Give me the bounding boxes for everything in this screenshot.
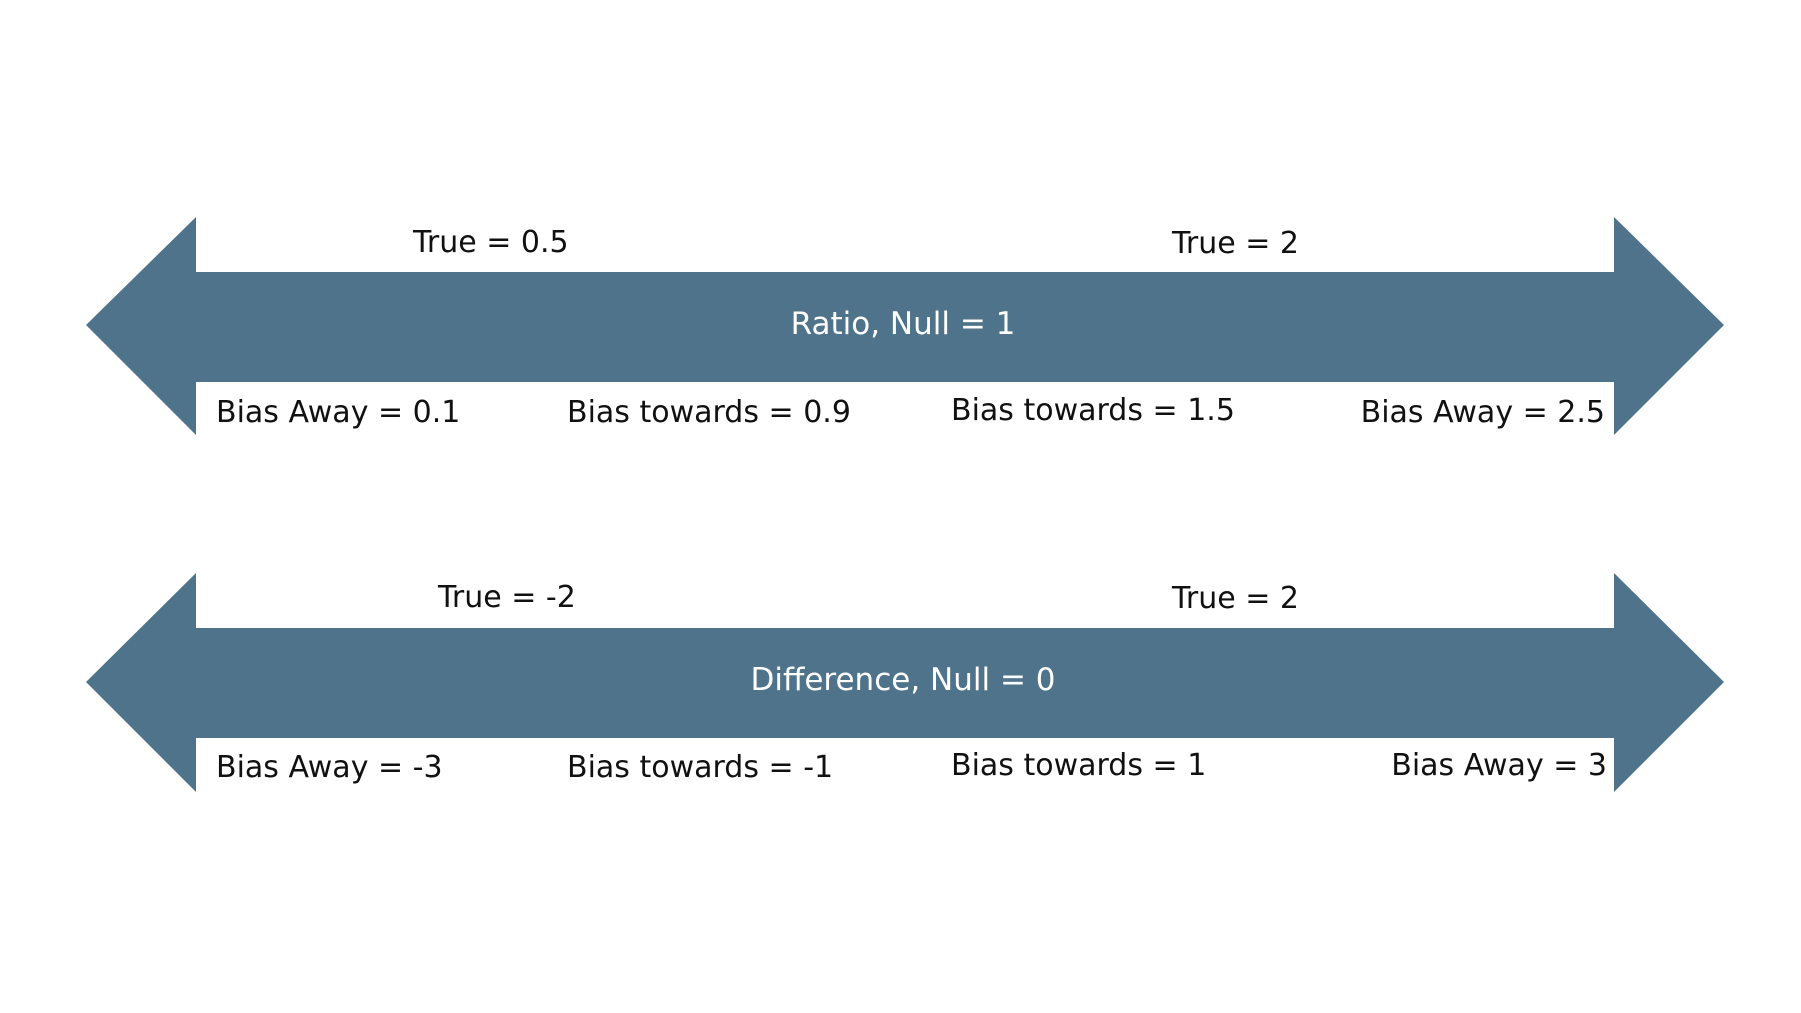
difference-arrow: Difference, Null = 0 True = -2 True = 2 … — [0, 565, 1801, 795]
ratio-center-label: Ratio, Null = 1 — [790, 306, 1016, 342]
ratio-arrow-shape — [86, 217, 1724, 435]
difference-top-label-right: True = 2 — [1172, 581, 1300, 616]
ratio-top-label-right: True = 2 — [1172, 226, 1300, 261]
difference-bottom-label-2: Bias towards = -1 — [567, 750, 834, 785]
ratio-arrow: Ratio, Null = 1 True = 0.5 True = 2 Bias… — [0, 210, 1801, 440]
ratio-bottom-label-3: Bias towards = 1.5 — [951, 393, 1235, 428]
difference-bottom-label-4: Bias Away = 3 — [1391, 748, 1607, 783]
ratio-bottom-label-1: Bias Away = 0.1 — [216, 395, 461, 430]
difference-top-label-left: True = -2 — [438, 580, 576, 615]
double-headed-arrow-icon — [86, 217, 1724, 435]
difference-arrow-shape — [86, 573, 1724, 792]
ratio-top-label-left: True = 0.5 — [413, 225, 569, 260]
difference-bottom-label-1: Bias Away = -3 — [216, 750, 443, 785]
difference-center-label: Difference, Null = 0 — [750, 662, 1056, 698]
double-headed-arrow-icon — [86, 573, 1724, 792]
difference-bottom-label-3: Bias towards = 1 — [951, 748, 1207, 783]
ratio-bottom-label-2: Bias towards = 0.9 — [567, 395, 851, 430]
ratio-bottom-label-4: Bias Away = 2.5 — [1360, 395, 1605, 430]
